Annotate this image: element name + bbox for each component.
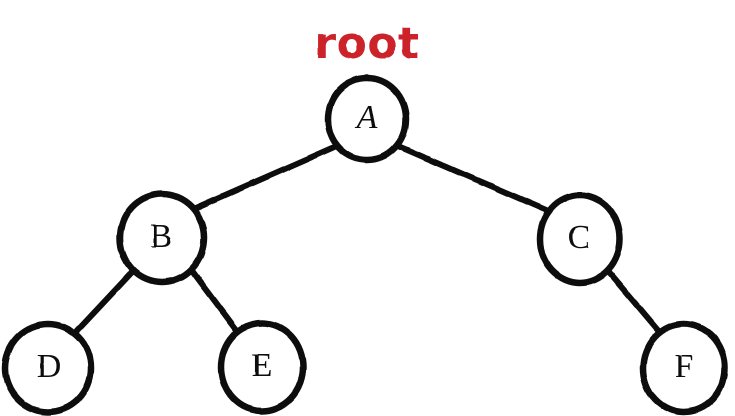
nodes-group [1,74,729,416]
node-c-label: C [568,219,591,256]
root-annotation-label: root [314,18,419,69]
node-e-label: E [252,347,273,384]
node-b-circle[interactable] [116,190,208,286]
node-labels-group: A B C D E F [37,99,694,385]
node-c-circle[interactable] [536,191,624,287]
node-d-label: D [37,348,62,385]
edge-a-b [188,143,340,213]
node-d-circle[interactable] [1,320,95,416]
node-a-circle[interactable] [324,74,410,164]
edges-group [73,143,664,337]
edge-a-c [395,143,556,216]
edge-b-e [187,265,241,335]
node-b-label: B [150,218,173,255]
node-f-circle[interactable] [639,320,729,416]
hatch-line [621,236,623,282]
node-e-circle[interactable] [217,319,307,415]
edge-c-f [604,267,664,337]
edge-b-d [73,266,138,335]
node-a-label: A [355,99,378,136]
node-f-label: F [675,348,694,385]
